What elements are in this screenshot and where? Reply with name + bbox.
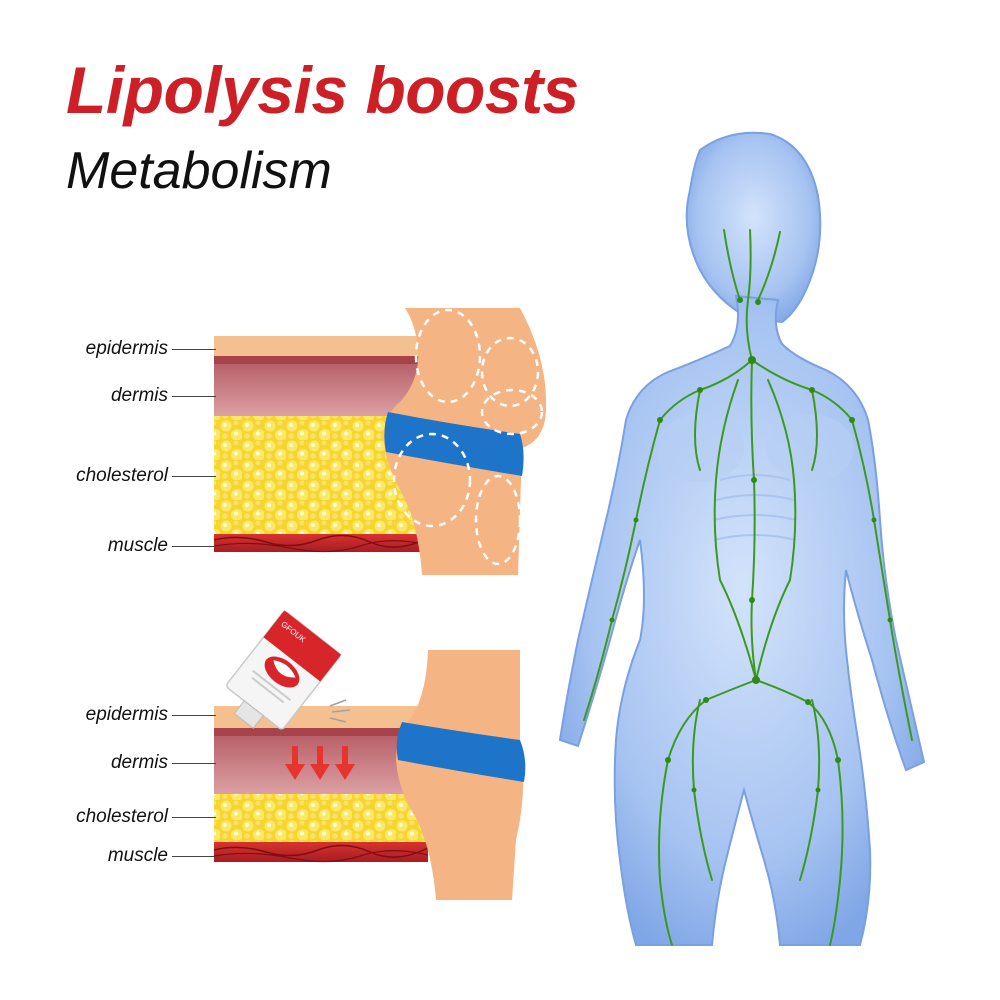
top-epidermis-layer [214,336,428,358]
bottom-leader-cholesterol [172,817,216,818]
cream-tube: GFOUK [226,610,342,730]
arrow-down-icon [310,746,330,780]
lymph-nodes [609,297,893,793]
figure-body [558,294,926,946]
top-label-cholesterol: cholesterol [76,465,168,486]
top-label-epidermis: epidermis [85,338,168,359]
bottom-dermis-border [214,728,428,736]
top-leader-muscle [172,546,216,547]
arrow-down-icon [335,746,355,780]
top-label-muscle: muscle [107,535,168,556]
bottom-leader-epidermis [172,715,216,716]
title-line-2: Metabolism [66,142,332,200]
bottom-label-dermis: dermis [110,752,168,773]
bottom-label-cholesterol: cholesterol [76,806,168,827]
arrow-down-icon [285,746,305,780]
bottom-muscle-layer [214,842,428,862]
top-leader-epidermis [172,349,216,350]
bottom-waistband [396,722,526,782]
bottom-leader-dermis [172,763,216,764]
top-fat-outlines [392,308,544,566]
top-label-dermis: dermis [110,385,168,406]
bottom-leader-muscle [172,856,216,857]
bottom-skin-diagram: GFOUK [213,610,526,900]
top-leader-cholesterol [172,476,216,477]
title-line-1: Lipolysis boosts [66,53,579,127]
absorption-arrows [285,746,355,780]
top-muscle-layer [214,534,428,552]
bottom-fat-layer [214,794,428,842]
top-leader-dermis [172,396,216,397]
lymphatic-body-figure [558,131,926,946]
bottom-body-silhouette [396,650,524,900]
bottom-label-epidermis: epidermis [85,704,168,725]
top-dermis-border [214,356,428,364]
figure-head [685,131,822,324]
top-skin-diagram [213,308,547,575]
application-marks [329,699,351,723]
bottom-label-muscle: muscle [107,845,168,866]
top-dermis-layer [214,364,428,416]
